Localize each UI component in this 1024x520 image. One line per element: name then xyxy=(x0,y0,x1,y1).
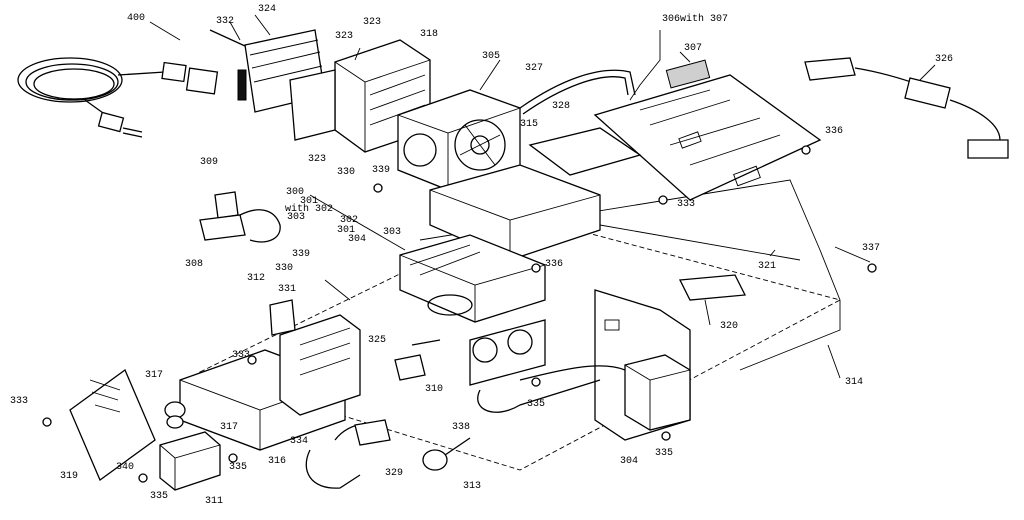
label-339-top: 339 xyxy=(372,165,391,176)
label-340: 340 xyxy=(116,462,135,473)
label-313: 313 xyxy=(463,481,482,492)
lamp-313 xyxy=(422,437,471,471)
screws xyxy=(42,145,877,483)
label-with-302: with 302 xyxy=(285,204,334,215)
label-331: 331 xyxy=(278,284,297,295)
label-329: 329 xyxy=(385,468,404,479)
label-317-low: 317 xyxy=(220,422,239,433)
leader-lines xyxy=(149,14,936,379)
label-326: 326 xyxy=(935,54,954,65)
label-333-far-left: 333 xyxy=(10,396,29,407)
left-chassis-316 xyxy=(179,299,361,451)
label-330-mid: 330 xyxy=(275,263,294,274)
label-321: 321 xyxy=(758,261,777,272)
label-338: 338 xyxy=(452,422,471,433)
label-318: 318 xyxy=(420,29,439,40)
cable-329 xyxy=(305,419,391,489)
board-304 xyxy=(594,289,691,441)
label-335-low: 335 xyxy=(229,462,248,473)
ribbon-cable-326 xyxy=(804,57,1009,159)
label-302: 302 xyxy=(340,215,359,226)
component-310 xyxy=(394,339,441,381)
label-323-mid: 323 xyxy=(363,17,382,28)
label-400: 400 xyxy=(127,13,146,24)
drive-assembly-300 xyxy=(399,234,546,386)
label-333-top: 333 xyxy=(677,199,696,210)
label-311: 311 xyxy=(205,496,224,507)
label-303: 303 xyxy=(287,212,306,223)
label-337: 337 xyxy=(862,243,881,254)
cable-loop xyxy=(477,365,626,413)
label-303-mid: 303 xyxy=(383,227,402,238)
connector-320 xyxy=(678,274,747,301)
label-304-mid: 304 xyxy=(348,234,367,245)
power-cord-400 xyxy=(17,57,219,138)
label-308: 308 xyxy=(185,259,204,270)
label-319: 319 xyxy=(60,471,79,482)
label-314: 314 xyxy=(845,377,864,388)
label-300: 300 xyxy=(286,187,305,198)
connector-308-309 xyxy=(199,191,281,243)
label-301: 301 xyxy=(300,196,319,207)
label-306-with-307: 306with 307 xyxy=(662,14,729,25)
label-309: 309 xyxy=(200,157,219,168)
label-335-bottom: 335 xyxy=(150,491,169,502)
label-336-mid: 336 xyxy=(545,259,564,270)
label-336-right: 336 xyxy=(825,126,844,137)
label-323-low: 323 xyxy=(308,154,327,165)
label-323-top: 323 xyxy=(335,31,354,42)
label-334: 334 xyxy=(290,436,309,447)
label-310: 310 xyxy=(425,384,444,395)
label-307: 307 xyxy=(684,43,703,54)
label-315-top: 315 xyxy=(520,119,539,130)
label-317-top: 317 xyxy=(145,370,164,381)
label-304: 304 xyxy=(620,456,639,467)
label-327: 327 xyxy=(525,63,544,74)
label-332: 332 xyxy=(216,16,235,27)
label-324: 324 xyxy=(258,4,277,15)
label-339-mid: 339 xyxy=(292,249,311,260)
label-316: 316 xyxy=(268,456,287,467)
label-301-mid: 301 xyxy=(337,225,356,236)
cover-319 xyxy=(69,368,156,482)
switch-317 xyxy=(164,401,186,429)
main-board-306 xyxy=(593,59,822,201)
label-305: 305 xyxy=(482,51,501,62)
label-335-right: 335 xyxy=(655,448,674,459)
label-335-mid: 335 xyxy=(527,399,546,410)
label-312: 312 xyxy=(247,273,266,284)
label-325: 325 xyxy=(368,335,387,346)
label-330-top: 330 xyxy=(337,167,356,178)
label-320: 320 xyxy=(720,321,739,332)
cable-327 xyxy=(519,69,636,115)
label-333-left: 333 xyxy=(232,350,251,361)
bracket-311 xyxy=(159,431,221,491)
label-328: 328 xyxy=(552,101,571,112)
fan-305 xyxy=(397,89,521,191)
